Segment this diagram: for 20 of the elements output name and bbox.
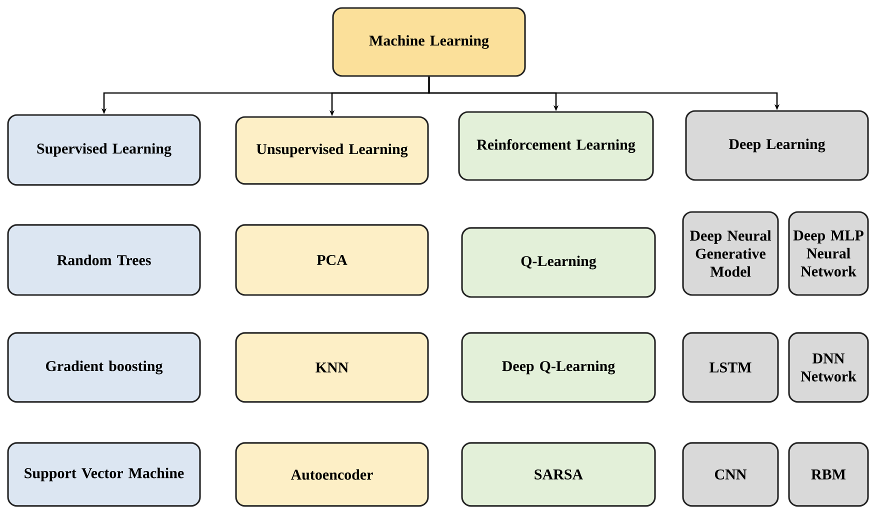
category-box: CNN	[682, 442, 779, 507]
category-box: Reinforcement Learning	[458, 111, 654, 181]
category-box: Machine Learning	[332, 7, 526, 77]
category-box: Gradient boosting	[7, 332, 201, 403]
category-box: Support Vector Machine	[7, 442, 201, 507]
category-box: Q-Learning	[461, 227, 656, 298]
category-box: Autoencoder	[235, 442, 429, 507]
category-box: Deep Q-Learning	[461, 332, 656, 403]
category-box: Deep MLP Neural Network	[788, 211, 869, 296]
category-box: SARSA	[461, 442, 656, 507]
category-box: Deep Neural Generative Model	[682, 211, 779, 296]
category-box: KNN	[235, 332, 429, 403]
category-box: Supervised Learning	[7, 114, 201, 186]
category-box: Unsupervised Learning	[235, 116, 429, 185]
category-box: RBM	[788, 442, 869, 507]
category-box: Random Trees	[7, 224, 201, 296]
category-box: PCA	[235, 224, 429, 296]
category-box: LSTM	[682, 332, 779, 403]
category-box: DNN Network	[788, 332, 869, 403]
category-box: Deep Learning	[685, 110, 869, 181]
